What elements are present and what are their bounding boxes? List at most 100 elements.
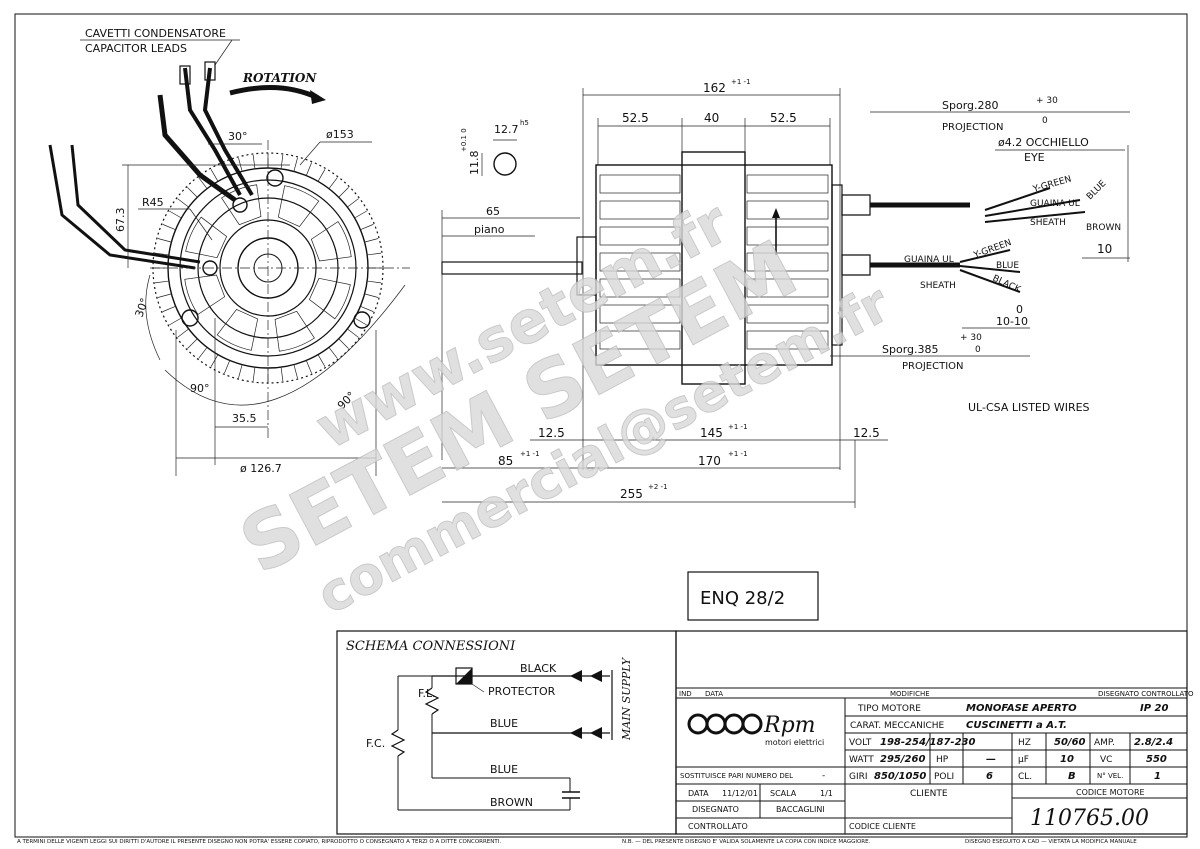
fl-label: F.L.	[418, 687, 436, 700]
sheath-top: SHEATH	[1030, 218, 1066, 228]
lamination-bar	[746, 174, 829, 194]
cooling-fin	[252, 367, 256, 382]
piano-label: piano	[474, 223, 505, 236]
tol-280-plus: + 30	[1036, 96, 1058, 106]
codice-motore-value: 110765.00	[1030, 806, 1149, 831]
ventilation-slot	[277, 185, 320, 228]
mount-hole	[232, 197, 248, 213]
tol-11-8: +0.1 0	[460, 128, 468, 152]
model-box	[687, 571, 819, 621]
diameter-126-7: ø 126.7	[240, 462, 282, 475]
capacitor-leads-label-it: CAVETTI CONDENSATORE	[85, 27, 226, 40]
ventilation-slot	[310, 221, 352, 262]
cooling-fin	[354, 210, 367, 219]
poli-label: POLI	[934, 772, 954, 782]
cooling-fin	[360, 305, 374, 312]
hp-value: —	[986, 754, 996, 765]
cooling-fin	[154, 280, 169, 284]
cooling-fin	[293, 157, 298, 172]
tol-385-zero: 0	[975, 345, 981, 355]
caratt-label: CARAT. MECCANICHE	[850, 721, 945, 731]
angle-30-left: 30°	[133, 296, 152, 319]
cooling-fin	[364, 238, 379, 243]
lamination-bar	[599, 278, 681, 298]
cooling-fin	[347, 198, 359, 208]
supply-arrow	[570, 727, 582, 739]
cooling-fin	[210, 169, 219, 182]
rpm-logo: Rpm motori elettrici	[687, 713, 824, 747]
dim-35-5: 35.5	[232, 412, 257, 425]
footer-legal: A TERMINI DELLE VIGENTI LEGGI SUI DIRITT…	[17, 839, 501, 845]
modifiche-col: MODIFICHE	[890, 690, 930, 698]
stator-laminations	[599, 174, 829, 350]
rotation-arrow	[229, 85, 320, 101]
ind-col: IND	[679, 690, 692, 698]
lamination-bar	[599, 304, 681, 324]
title-block: IND DATA MODIFICHE DISEGNATO CONTROLLATO…	[675, 630, 1194, 835]
footer-cad: DISEGNO ESEGUITO A CAD — VIETATA LA MODI…	[965, 839, 1137, 845]
blue-top: BLUE	[1085, 179, 1109, 203]
black-bottom: BLACK	[991, 274, 1023, 296]
disegnato-controllato-col: DISEGNATO CONTROLLATO	[1098, 690, 1194, 698]
cooling-fin	[360, 224, 374, 231]
cooling-fin	[328, 347, 338, 359]
lamination-bar	[599, 330, 681, 350]
ventilation-slot	[221, 184, 262, 226]
amp-value: 2.8/2.4	[1134, 737, 1173, 748]
dim-162: 162	[703, 81, 726, 95]
ventilation-slot	[185, 216, 228, 259]
r45-label: R45	[142, 196, 164, 209]
uf-label: µF	[1018, 755, 1029, 765]
footer: A TERMINI DELLE VIGENTI LEGGI SUI DIRITT…	[17, 839, 1137, 845]
blue-cap-label: BLUE	[490, 763, 518, 776]
cooling-fin	[328, 177, 338, 189]
cliente-label: CLIENTE	[910, 789, 948, 799]
scala-label: SCALA	[770, 789, 797, 798]
volt-value: 198-254/187-230	[880, 737, 975, 748]
rotation-label: ROTATION	[242, 71, 317, 85]
brand-name: Rpm	[763, 713, 816, 738]
scala-value: 1/1	[820, 789, 833, 798]
front-view: CAVETTI CONDENSATORE CAPACITOR LEADS ROT…	[48, 27, 410, 476]
dim-170: 170	[698, 454, 721, 468]
lamination-bar	[746, 226, 829, 246]
mount-hole	[266, 169, 284, 187]
data-value: 11/12/01	[722, 789, 758, 798]
cooling-fin	[364, 293, 379, 298]
cooling-fin	[169, 317, 182, 326]
sheath-bottom: SHEATH	[920, 281, 956, 291]
wire-leads: Sporg.280 + 30 0 PROJECTION ø4.2 OCCHIEL…	[830, 96, 1130, 414]
poli-value: 6	[986, 771, 993, 782]
lamination-bar	[599, 226, 681, 246]
watermark: www.setem.fr SETEM SETEM commercial@sete…	[226, 187, 900, 627]
cooling-fin	[280, 154, 284, 169]
disegnato-value: BACCAGLINI	[776, 805, 825, 814]
ventilation-slot	[274, 310, 315, 352]
giri-label: GIRI	[849, 772, 868, 782]
schema-title: SCHEMA CONNESSIONI	[346, 639, 516, 654]
cooling-fin	[177, 328, 189, 338]
connection-schema: SCHEMA CONNESSIONI F.L. F.C. BLACK PROTE…	[336, 630, 677, 835]
cooling-fin	[157, 293, 172, 298]
ip-value: IP 20	[1140, 703, 1168, 714]
diameter-153: ø153	[326, 128, 354, 141]
cooling-fin	[162, 305, 176, 312]
ventilation-slot	[308, 277, 351, 320]
lamination-bar	[599, 200, 681, 220]
shaft-detail: 12.7 h5 11.8 +0.1 0 65 piano	[441, 119, 583, 460]
side-view: 162 +1 -1 52.5 40 52.5 12.5 145 +1 -1 12…	[442, 78, 888, 508]
dim-0: 0	[1016, 303, 1023, 316]
angle-30-top: 30°	[228, 130, 248, 143]
lamination-bar	[746, 252, 829, 272]
cooling-fins	[154, 154, 382, 382]
dim-255: 255	[620, 487, 643, 501]
vc-value: 550	[1146, 754, 1167, 765]
nvel-value: 1	[1154, 771, 1161, 782]
sporg-280: Sporg.280	[942, 99, 999, 112]
volt-label: VOLT	[849, 738, 872, 748]
tol-170: +1 -1	[728, 450, 748, 458]
protector-label: PROTECTOR	[488, 685, 556, 698]
cooling-fin	[305, 360, 312, 374]
cl-label: CL.	[1018, 772, 1032, 782]
tol-h5: h5	[520, 119, 529, 127]
